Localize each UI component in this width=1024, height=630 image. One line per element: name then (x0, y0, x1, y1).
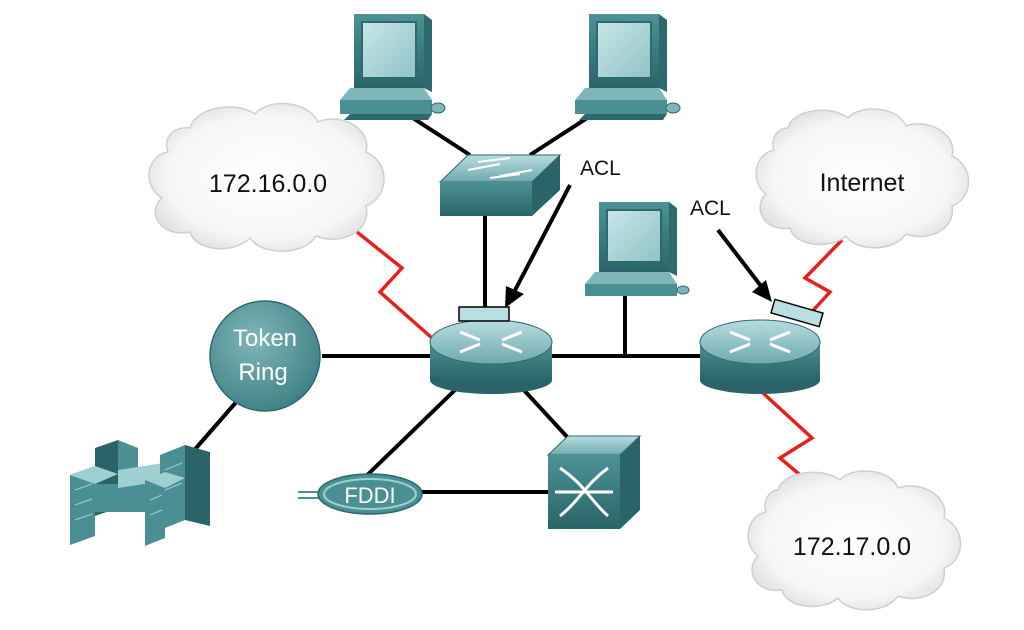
serial-link-net-a (355, 230, 434, 340)
cloud-net-a-label: 172.16.0.0 (209, 170, 327, 198)
acl-arrow-right (716, 228, 772, 302)
switch-arrows-icon (467, 157, 533, 179)
acl-marker-right (770, 298, 824, 328)
cloud-net-a: 172.16.0.0 (148, 102, 385, 252)
pc-top-right (575, 14, 681, 120)
cloud-internet: Internet (755, 108, 970, 249)
fddi-ring: FDDI (298, 473, 423, 515)
token-ring: Token Ring (209, 300, 321, 412)
switch (438, 154, 562, 216)
acl-label-left: ACL (580, 157, 621, 180)
router-main (429, 319, 553, 394)
link-router1-fddi (358, 388, 457, 484)
acl-label-right: ACL (690, 197, 731, 220)
cloud-internet-label: Internet (820, 169, 905, 197)
mainframe-icon (70, 440, 210, 546)
router-main-arrows-icon (459, 330, 523, 354)
link-router1-atmswitch (520, 386, 572, 442)
pc-top-left (340, 14, 446, 120)
acl-marker-left (458, 306, 510, 322)
pc-middle (585, 202, 690, 296)
fddi-label: FDDI (344, 483, 395, 508)
atm-switch (546, 435, 642, 529)
serial-link-internet (802, 238, 844, 318)
token-ring-label-line1: Token (233, 325, 297, 352)
atm-switch-arrows-icon (555, 466, 613, 518)
token-ring-label-line2: Ring (238, 359, 287, 386)
router-edge (699, 319, 821, 394)
router-edge-arrows-icon (729, 330, 791, 354)
link-tokenring-mainframe (188, 398, 240, 457)
cloud-net-b: 172.17.0.0 (747, 470, 962, 611)
cloud-net-b-label: 172.17.0.0 (793, 533, 911, 561)
acl-arrow-left (505, 184, 572, 308)
